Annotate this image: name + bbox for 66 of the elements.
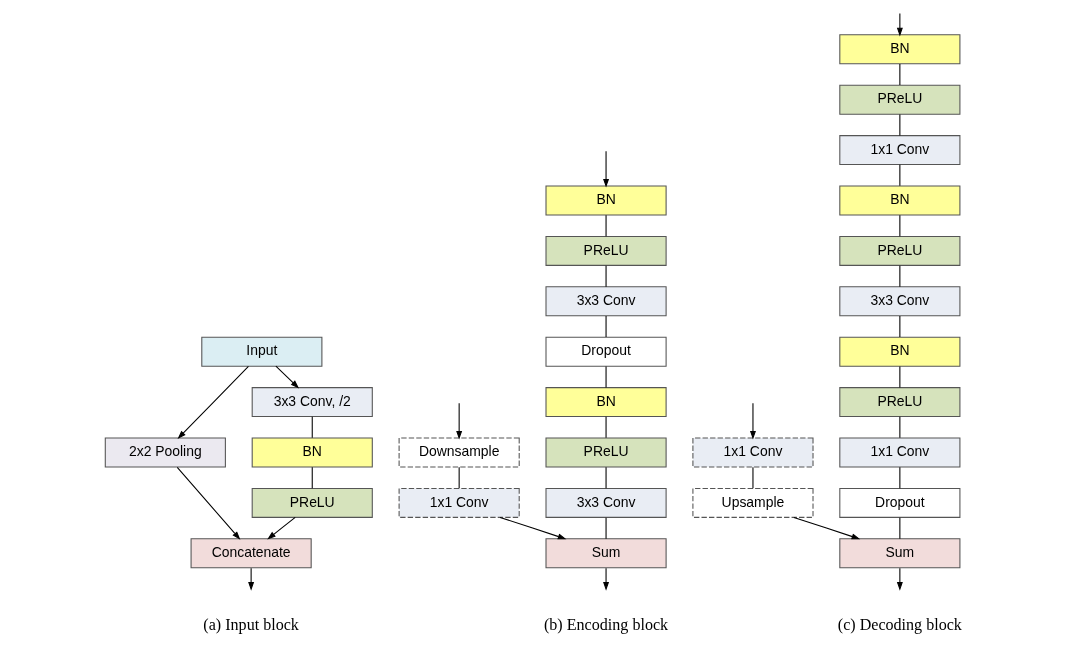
node-box: 1x1 Conv (838, 135, 960, 166)
connector (605, 214, 607, 237)
connector (898, 315, 900, 338)
node-box: BN (251, 437, 373, 468)
connector (898, 265, 900, 288)
node-box: Upsample (691, 487, 814, 518)
node-box: 1x1 Conv (398, 487, 520, 518)
connector (898, 416, 900, 439)
node-box: PReLU (251, 487, 373, 518)
connector (605, 265, 607, 288)
arrow (455, 402, 462, 440)
node-box: 2x2 Pooling (104, 437, 226, 468)
node-box: BN (838, 185, 960, 216)
node-box: BN (544, 387, 667, 418)
arrow (177, 365, 249, 439)
node-box: Input (200, 336, 322, 367)
arrow (266, 516, 296, 540)
node-box: Sum (544, 538, 667, 569)
node-box: 1x1 Conv (691, 437, 814, 468)
connector (898, 365, 900, 388)
arrow (896, 567, 903, 591)
arrow (792, 516, 860, 540)
arrow (247, 567, 254, 591)
node-box: Downsample (398, 437, 520, 468)
node-box: 3x3 Conv (838, 286, 960, 317)
node-box: BN (838, 336, 960, 367)
connector (898, 214, 900, 237)
node-box: 3x3 Conv (544, 286, 667, 317)
arrow (602, 150, 609, 188)
arrow (274, 365, 299, 389)
connector (311, 466, 313, 489)
node-box: PReLU (544, 437, 667, 468)
arrow (896, 12, 903, 37)
node-box: PReLU (838, 235, 960, 266)
connector (898, 466, 900, 489)
node-box: BN (838, 34, 960, 65)
node-box: PReLU (838, 84, 960, 115)
connector (311, 416, 313, 439)
connector (898, 164, 900, 187)
connector (605, 517, 607, 540)
label: (b) Encoding block (543, 615, 668, 633)
connector (898, 113, 900, 136)
connector (751, 466, 753, 489)
connector (605, 315, 607, 338)
node-box: 1x1 Conv (838, 437, 960, 468)
arrow (602, 567, 609, 591)
connector (458, 466, 460, 489)
node-box: Dropout (544, 336, 667, 367)
arrow (499, 516, 566, 540)
node-box: 3x3 Conv (544, 487, 667, 518)
connector (605, 416, 607, 439)
arrow (176, 466, 240, 540)
node-box: PReLU (544, 235, 667, 266)
connector (605, 466, 607, 489)
node-box: Sum (838, 538, 960, 569)
node-box: Dropout (838, 487, 960, 518)
node-box: BN (544, 185, 667, 216)
connector (898, 63, 900, 86)
label: (c) Decoding block (837, 615, 962, 633)
node-box: 3x3 Conv, /2 (251, 387, 373, 418)
node-box: PReLU (838, 387, 960, 418)
label: (a) Input block (202, 615, 299, 633)
connector (605, 365, 607, 388)
arrow (749, 402, 756, 440)
node-box: Concatenate (190, 538, 312, 569)
connector (898, 517, 900, 540)
